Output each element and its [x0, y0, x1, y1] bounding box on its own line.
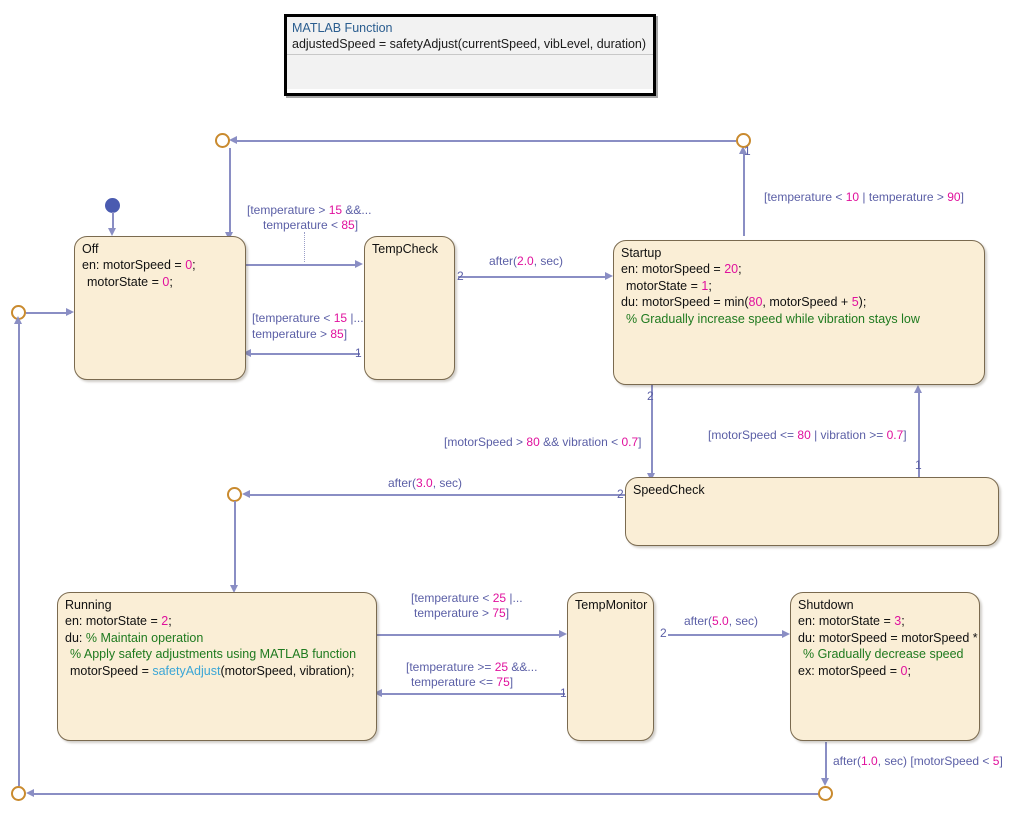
wire-guard-connector-top: [304, 232, 305, 262]
state-running-line-1: du: % Maintain operation: [65, 630, 204, 645]
state-speedcheck-name: SpeedCheck: [633, 483, 705, 497]
order-tempmonitor-out-2: 2: [660, 626, 667, 640]
label-running-to-tempmonitor-line1: [temperature < 25 |...: [411, 591, 523, 605]
default-transition-dot: [105, 198, 120, 213]
arrowhead-into-top-right-junction: [739, 146, 747, 154]
state-off-name: Off: [82, 242, 99, 256]
state-shutdown[interactable]: Shutdown en: motorState = 3; du: motorSp…: [790, 592, 980, 741]
state-running-line-2: % Apply safety adjustments using MATLAB …: [70, 647, 357, 661]
junction-bottom-left[interactable]: [11, 786, 26, 801]
state-running-line-3: motorSpeed = safetyAdjust(motorSpeed, vi…: [70, 663, 355, 678]
order-tempcheck-out-2: 2: [457, 269, 464, 283]
arrowhead-bottom-rail: [26, 789, 34, 797]
label-tempmonitor-to-running-line1: [temperature >= 25 &&...: [406, 660, 538, 674]
arrowhead-into-running-right: [374, 689, 382, 697]
label-tempmonitor-to-shutdown: after(5.0, sec): [684, 614, 759, 628]
arrowhead-into-off-left: [66, 308, 74, 316]
arrowhead-into-running-top: [230, 585, 238, 593]
junction-top-right[interactable]: [736, 133, 751, 148]
wire-default-transition: [112, 212, 114, 230]
arrowhead-into-shutdown: [782, 630, 790, 638]
wire-bottom-rail: [33, 793, 820, 795]
matlab-function-header: MATLAB Function adjustedSpeed = safetyAd…: [287, 17, 653, 55]
state-running[interactable]: Running en: motorState = 2; du: % Mainta…: [57, 592, 377, 741]
state-shutdown-line-0: en: motorState = 3;: [798, 614, 905, 628]
state-tempcheck-name: TempCheck: [372, 242, 438, 256]
order-speedcheck-out-1: 1: [915, 458, 922, 472]
state-off-line-0: en: motorSpeed = 0;: [82, 258, 196, 272]
state-startup-line-3: % Gradually increase speed while vibrati…: [626, 311, 920, 326]
arrowhead-into-tempcheck: [355, 260, 363, 268]
state-speedcheck[interactable]: SpeedCheck: [625, 477, 999, 546]
matlab-function-title: MATLAB Function: [292, 21, 393, 35]
label-tempcheck-to-off-line1: [temperature < 15 |...: [252, 311, 364, 325]
matlab-function-body: [287, 55, 653, 89]
state-startup-line-2: du: motorSpeed = min(80, motorSpeed + 5)…: [621, 295, 867, 309]
label-speedcheck-to-running: after(3.0, sec): [388, 476, 463, 490]
state-shutdown-name: Shutdown: [798, 598, 854, 612]
wire-shutdown-to-bottom-junction: [825, 742, 827, 782]
wire-tempmonitor-to-shutdown: [668, 634, 785, 636]
wire-speedcheck-to-junction: [249, 494, 625, 496]
state-tempmonitor-name: TempMonitor: [575, 598, 648, 612]
label-startup-exit-guard: [temperature < 10 | temperature > 90]: [764, 190, 964, 204]
label-off-to-tempcheck-line1: [temperature > 15 &&...: [247, 203, 372, 217]
label-running-to-tempmonitor-line2: temperature > 75]: [414, 606, 510, 620]
wire-speedcheck-to-startup: [918, 390, 920, 478]
state-startup-line-0: en: motorSpeed = 20;: [621, 262, 742, 276]
junction-speedcheck-running[interactable]: [227, 487, 242, 502]
label-tempcheck-to-startup: after(2.0, sec): [489, 254, 564, 268]
wire-junction-to-running: [234, 501, 236, 587]
wire-tempcheck-to-startup: [458, 276, 608, 278]
state-running-line-0: en: motorState = 2;: [65, 614, 172, 628]
wire-tempmonitor-to-running: [381, 693, 565, 695]
wire-running-to-tempmonitor: [377, 634, 562, 636]
state-running-name: Running: [65, 598, 112, 612]
order-speedcheck-out-2: 2: [617, 487, 624, 501]
arrowhead-into-startup-bottom: [914, 385, 922, 393]
state-off[interactable]: Off en: motorSpeed = 0; motorState = 0;: [74, 236, 246, 380]
arrowhead-into-tempmonitor: [559, 630, 567, 638]
state-shutdown-line-3: ex: motorSpeed = 0;: [798, 663, 911, 678]
label-shutdown-to-off: after(1.0, sec) [motorSpeed < 5]: [833, 754, 1003, 768]
label-speedcheck-to-startup: [motorSpeed <= 80 | vibration >= 0.7]: [708, 428, 907, 442]
label-startup-to-speedcheck: [motorSpeed > 80 && vibration < 0.7]: [444, 435, 642, 449]
arrowhead-top-rail: [229, 136, 237, 144]
state-startup-name: Startup: [621, 246, 662, 260]
arrowhead-into-startup-left: [605, 272, 613, 280]
wire-left-vertical-rail: [18, 320, 20, 786]
state-off-line-1: motorState = 0;: [87, 274, 173, 289]
label-tempmonitor-to-running-line2: temperature <= 75]: [411, 675, 514, 689]
state-tempmonitor[interactable]: TempMonitor: [567, 592, 654, 741]
state-shutdown-line-2: % Gradually decrease speed: [803, 647, 964, 661]
matlab-function-block[interactable]: MATLAB Function adjustedSpeed = safetyAd…: [284, 14, 656, 96]
wire-startup-to-speedcheck: [651, 385, 653, 477]
arrowhead-into-bottom-right-junction: [821, 778, 829, 786]
wire-junction-to-off: [229, 148, 231, 234]
arrowhead-into-off-right: [243, 349, 251, 357]
state-startup[interactable]: Startup en: motorSpeed = 20; motorState …: [613, 240, 985, 385]
state-tempcheck[interactable]: TempCheck: [364, 236, 455, 380]
state-shutdown-line-1: du: motorSpeed = motorSpeed * 0.9;: [798, 630, 980, 645]
wire-startup-to-top-junction: [743, 150, 745, 236]
wire-left-junction-to-off: [26, 312, 71, 314]
wire-tempcheck-to-off: [250, 353, 360, 355]
state-startup-line-1: motorState = 1;: [626, 278, 712, 293]
wire-off-to-tempcheck: [246, 264, 358, 266]
order-startup-out-1: 1: [744, 144, 751, 158]
junction-top-left[interactable]: [215, 133, 230, 148]
wire-top-rail: [236, 140, 736, 142]
arrowhead-default-transition: [108, 228, 116, 236]
label-tempcheck-to-off-line2: temperature > 85]: [252, 327, 348, 341]
arrowhead-into-left-junction: [14, 316, 22, 324]
arrowhead-into-junction-running: [242, 490, 250, 498]
order-startup-out-2: 2: [647, 389, 654, 403]
order-tempcheck-out-1: 1: [355, 346, 362, 360]
junction-bottom-right[interactable]: [818, 786, 833, 801]
matlab-function-signature: adjustedSpeed = safetyAdjust(currentSpee…: [292, 37, 647, 51]
label-off-to-tempcheck-line2: temperature < 85]: [263, 218, 359, 232]
order-tempmonitor-out-1: 1: [560, 686, 567, 700]
